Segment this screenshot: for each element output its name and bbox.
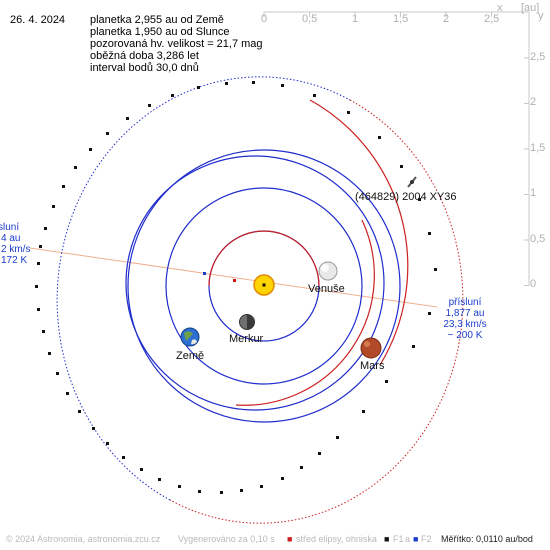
perihelion-distance: 1,877 au bbox=[445, 308, 485, 319]
venus-planet bbox=[318, 261, 338, 281]
mars-label: Mars bbox=[360, 360, 385, 372]
center-marker-icon: ■ bbox=[287, 534, 293, 544]
planet-orbits bbox=[125, 99, 409, 423]
f1-marker-icon: ■ bbox=[384, 534, 390, 544]
f2-label: F2 bbox=[421, 534, 432, 544]
asteroid-orbit bbox=[56, 76, 464, 524]
mars-orbit-red bbox=[235, 219, 375, 406]
mercury-orbit-upper bbox=[208, 230, 320, 287]
copyright-text: © 2024 Astronomia, astronomia.zcu.cz bbox=[6, 534, 161, 544]
focus-f2-marker bbox=[203, 272, 206, 275]
f1-label: F1 bbox=[393, 534, 404, 544]
info-line-magnitude: pozorovaná hv. velikost = 21,7 mag bbox=[90, 38, 263, 50]
x-tick-label: 2,5 bbox=[484, 13, 500, 25]
asteroid-orbit-red bbox=[169, 99, 464, 524]
y-axis-name: y bbox=[538, 10, 544, 22]
aphelion-speed: 2 km/s bbox=[1, 244, 31, 255]
axes bbox=[263, 11, 530, 286]
aphelion-title: sluní bbox=[0, 222, 20, 233]
a-label: a bbox=[405, 534, 411, 544]
x-axis-ticks bbox=[263, 12, 492, 17]
mercury-label: Merkur bbox=[229, 333, 264, 345]
mars-orbit-inner bbox=[125, 155, 385, 411]
aphelion-distance: 4 au bbox=[1, 233, 21, 244]
scale-text: Měřítko: 0,0110 au/bod bbox=[441, 534, 533, 544]
y-tick-label: 0 bbox=[530, 278, 537, 290]
y-tick-label: 1 bbox=[530, 187, 537, 199]
y-tick-label: 1,5 bbox=[530, 142, 546, 154]
mercury-planet bbox=[239, 314, 255, 330]
x-tick-label: 0 bbox=[261, 13, 268, 25]
info-line-distance-earth: planetka 2,955 au od Země bbox=[90, 14, 224, 26]
asteroid-marker bbox=[407, 176, 417, 188]
info-line-interval: interval bodů 30,0 dnů bbox=[90, 62, 199, 74]
mars-planet bbox=[360, 337, 382, 359]
x-tick-label: 2 bbox=[443, 13, 450, 25]
x-tick-label: 1,5 bbox=[393, 13, 409, 25]
perihelion-title: přísluní bbox=[448, 297, 482, 308]
footer-bar: © 2024 Astronomia, astronomia.zcu.cz Vyg… bbox=[0, 531, 550, 547]
earth-orbit-red bbox=[309, 99, 409, 366]
y-tick-label: 0,5 bbox=[530, 233, 546, 245]
venus-label: Venuše bbox=[308, 283, 345, 295]
aphelion-temperature: 172 K bbox=[1, 255, 28, 266]
perihelion-temperature: ~ 200 K bbox=[447, 330, 483, 341]
perihelion-speed: 23,3 km/s bbox=[443, 319, 487, 330]
generated-time-text: Vygenerováno za 0,10 s bbox=[178, 534, 275, 544]
orbit-points bbox=[35, 81, 437, 494]
f2-marker-icon: ■ bbox=[413, 534, 419, 544]
date-label: 26. 4. 2024 bbox=[10, 14, 66, 26]
info-line-distance-sun: planetka 1,950 au od Slunce bbox=[90, 26, 230, 38]
ellipse-center-marker bbox=[233, 279, 236, 282]
earth-orbit bbox=[127, 149, 401, 423]
earth-label: Země bbox=[176, 350, 205, 362]
x-tick-label: 1 bbox=[352, 13, 359, 25]
center-legend-text: střed elipsy, ohniska bbox=[296, 534, 377, 544]
y-axis-ticks bbox=[524, 57, 529, 286]
venus-orbit bbox=[165, 187, 363, 385]
asteroid-label: (464829) 2004 XY36 bbox=[355, 191, 457, 203]
y-tick-label: 2 bbox=[530, 96, 537, 108]
info-line-period: oběžná doba 3,286 let bbox=[90, 50, 199, 62]
line-of-apsides bbox=[29, 247, 438, 308]
sun bbox=[253, 274, 275, 296]
x-tick-label: 0,5 bbox=[302, 13, 318, 25]
x-axis-name: x bbox=[497, 2, 503, 14]
earth-planet bbox=[180, 327, 200, 347]
unit-label: [au] bbox=[521, 2, 540, 14]
y-tick-label: 2,5 bbox=[530, 51, 546, 63]
